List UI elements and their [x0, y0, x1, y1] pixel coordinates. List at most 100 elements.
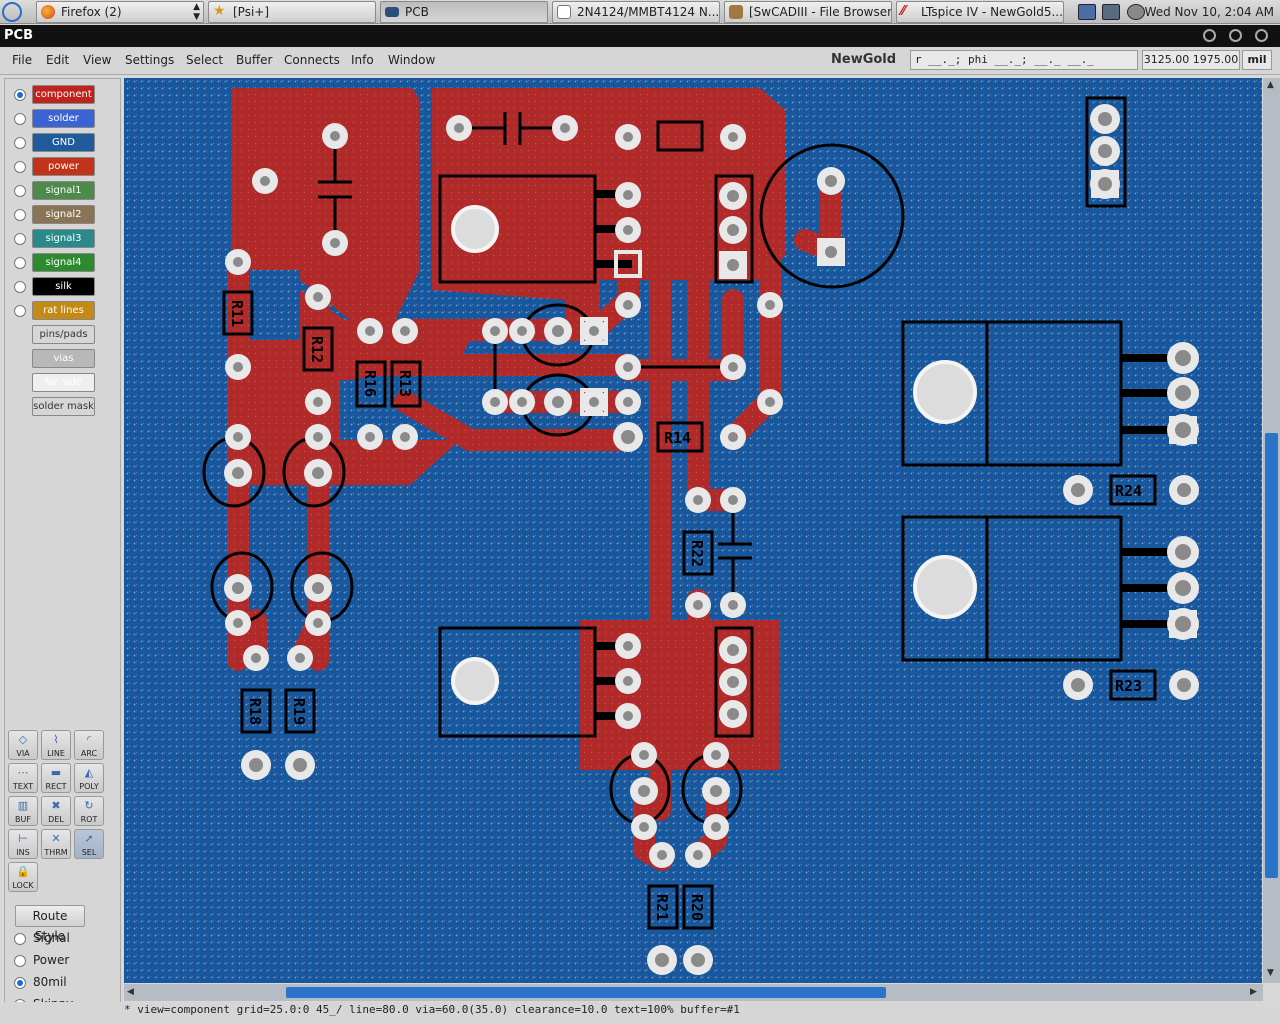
- close-icon[interactable]: [1255, 29, 1268, 42]
- tray-update-icon[interactable]: [1127, 4, 1145, 20]
- pad-hole: [693, 600, 703, 610]
- scroll-right-icon[interactable]: ▶: [1250, 987, 1257, 997]
- layer-radio[interactable]: [14, 233, 26, 245]
- tool-ins[interactable]: ⊢INS: [8, 829, 38, 859]
- route-style-button[interactable]: Route Style: [15, 905, 85, 943]
- layer-button[interactable]: power: [32, 157, 95, 176]
- tool-via[interactable]: ◇VIA: [8, 730, 38, 760]
- tool-lock[interactable]: 🔒LOCK: [8, 862, 38, 892]
- layer-button[interactable]: signal1: [32, 181, 95, 200]
- task-psi[interactable]: ★ [Psi+]: [208, 1, 376, 23]
- tool-rot[interactable]: ↻ROT: [74, 796, 104, 826]
- layer-button[interactable]: signal2: [32, 205, 95, 224]
- task-pcb[interactable]: PCB: [380, 1, 548, 23]
- refdes-label: R24: [1115, 482, 1142, 500]
- pad-hole: [313, 432, 323, 442]
- pad-hole: [312, 467, 324, 479]
- scroll-down-icon[interactable]: ▼: [1267, 968, 1274, 978]
- pad-hole: [728, 600, 738, 610]
- route-style-radio[interactable]: [14, 977, 26, 989]
- layer-toggle-button[interactable]: solder mask: [32, 397, 95, 416]
- pad-hole: [711, 750, 721, 760]
- layer-radio[interactable]: [14, 89, 26, 101]
- task-datasheet[interactable]: 2N4124/MMBT4124 N...: [552, 1, 720, 23]
- layer-button[interactable]: GND: [32, 133, 95, 152]
- tool-arc[interactable]: ◜ARC: [74, 730, 104, 760]
- scroll-up-icon[interactable]: ▲: [1267, 80, 1274, 90]
- layer-button[interactable]: signal4: [32, 253, 95, 272]
- layer-button[interactable]: signal3: [32, 229, 95, 248]
- layer-radio[interactable]: [14, 185, 26, 197]
- layer-button[interactable]: solder: [32, 109, 95, 128]
- layer-button[interactable]: rat lines: [32, 301, 95, 320]
- start-menu-icon[interactable]: [2, 2, 22, 22]
- route-style-option[interactable]: 80mil: [5, 973, 121, 993]
- route-style-radio[interactable]: [14, 955, 26, 967]
- pad-hole: [639, 822, 649, 832]
- tool-thrm[interactable]: ✕THRM: [41, 829, 71, 859]
- vertical-scroll-thumb[interactable]: [1265, 433, 1278, 878]
- layer-radio[interactable]: [14, 305, 26, 317]
- task-firefox[interactable]: Firefox (2) ▲▼: [36, 1, 204, 23]
- menu-view[interactable]: View: [83, 53, 112, 67]
- layer-radio[interactable]: [14, 137, 26, 149]
- layer-toggle-button[interactable]: far side: [32, 373, 95, 392]
- tool-label: POLY: [79, 782, 99, 791]
- pad-hole: [313, 618, 323, 628]
- layer-row-signal2: signal2: [5, 204, 121, 226]
- menu-info[interactable]: Info: [351, 53, 374, 67]
- horizontal-scrollbar[interactable]: ◀ ▶: [124, 984, 1263, 1001]
- toggle-row: far side: [5, 372, 121, 394]
- route-style-option[interactable]: Power: [5, 951, 121, 971]
- menu-settings[interactable]: Settings: [125, 53, 175, 67]
- menu-window[interactable]: Window: [388, 53, 436, 67]
- layer-toggle-button[interactable]: pins/pads: [32, 325, 95, 344]
- pad-hole: [232, 582, 244, 594]
- square-pad: [1091, 170, 1119, 198]
- menu-file[interactable]: File: [12, 53, 33, 67]
- pad-hole: [232, 467, 244, 479]
- pcb-canvas[interactable]: R11 R12 R16 R13 R14 R22 R24 R23 R18 R19 …: [124, 78, 1262, 983]
- task-ltspice[interactable]: ⁄⁄ LTspice IV - NewGold5...: [896, 1, 1064, 23]
- menu-buffer[interactable]: Buffer: [236, 53, 273, 67]
- minimize-icon[interactable]: [1203, 29, 1216, 42]
- maximize-icon[interactable]: [1229, 29, 1242, 42]
- tool-del[interactable]: ✖DEL: [41, 796, 71, 826]
- layer-button[interactable]: component: [32, 85, 95, 104]
- layer-radio[interactable]: [14, 113, 26, 125]
- pad-hole: [727, 259, 739, 271]
- layer-toggle-button[interactable]: vias: [32, 349, 95, 368]
- layer-radio[interactable]: [14, 161, 26, 173]
- horizontal-scroll-thumb[interactable]: [286, 987, 886, 998]
- layer-radio[interactable]: [14, 257, 26, 269]
- menu-connects[interactable]: Connects: [284, 53, 340, 67]
- tray-window-icon[interactable]: [1078, 4, 1096, 20]
- mounting-hole: [451, 205, 499, 253]
- tool-buf[interactable]: ▥BUF: [8, 796, 38, 826]
- tool-text[interactable]: ⋯TEXT: [8, 763, 38, 793]
- pad-hole: [825, 175, 837, 187]
- tool-label: ROT: [80, 815, 98, 824]
- menu-edit[interactable]: Edit: [46, 53, 70, 67]
- layer-radio[interactable]: [14, 209, 26, 221]
- tool-rect[interactable]: ▬RECT: [41, 763, 71, 793]
- layer-radio[interactable]: [14, 281, 26, 293]
- pad-hole: [313, 397, 323, 407]
- route-style-option[interactable]: Signal: [5, 929, 121, 949]
- vertical-scrollbar[interactable]: ▲ ▼: [1263, 78, 1280, 983]
- units-toggle[interactable]: mil: [1242, 50, 1272, 70]
- pad-hole: [638, 785, 650, 797]
- tray-network-icon[interactable]: [1102, 4, 1120, 20]
- pad-hole: [1098, 144, 1112, 158]
- scroll-left-icon[interactable]: ◀: [127, 987, 134, 997]
- tool-sel[interactable]: ➚SEL: [74, 829, 104, 859]
- tool-line[interactable]: ⌇LINE: [41, 730, 71, 760]
- menu-select[interactable]: Select: [186, 53, 224, 67]
- pad-hole: [293, 758, 307, 772]
- route-style-radio[interactable]: [14, 933, 26, 945]
- layer-button[interactable]: silk: [32, 277, 95, 296]
- tool-poly[interactable]: ◭POLY: [74, 763, 104, 793]
- pad-hole: [1098, 177, 1112, 191]
- toggle-row: pins/pads: [5, 324, 121, 346]
- task-file-browser[interactable]: [SwCADIII - File Browser]: [724, 1, 892, 23]
